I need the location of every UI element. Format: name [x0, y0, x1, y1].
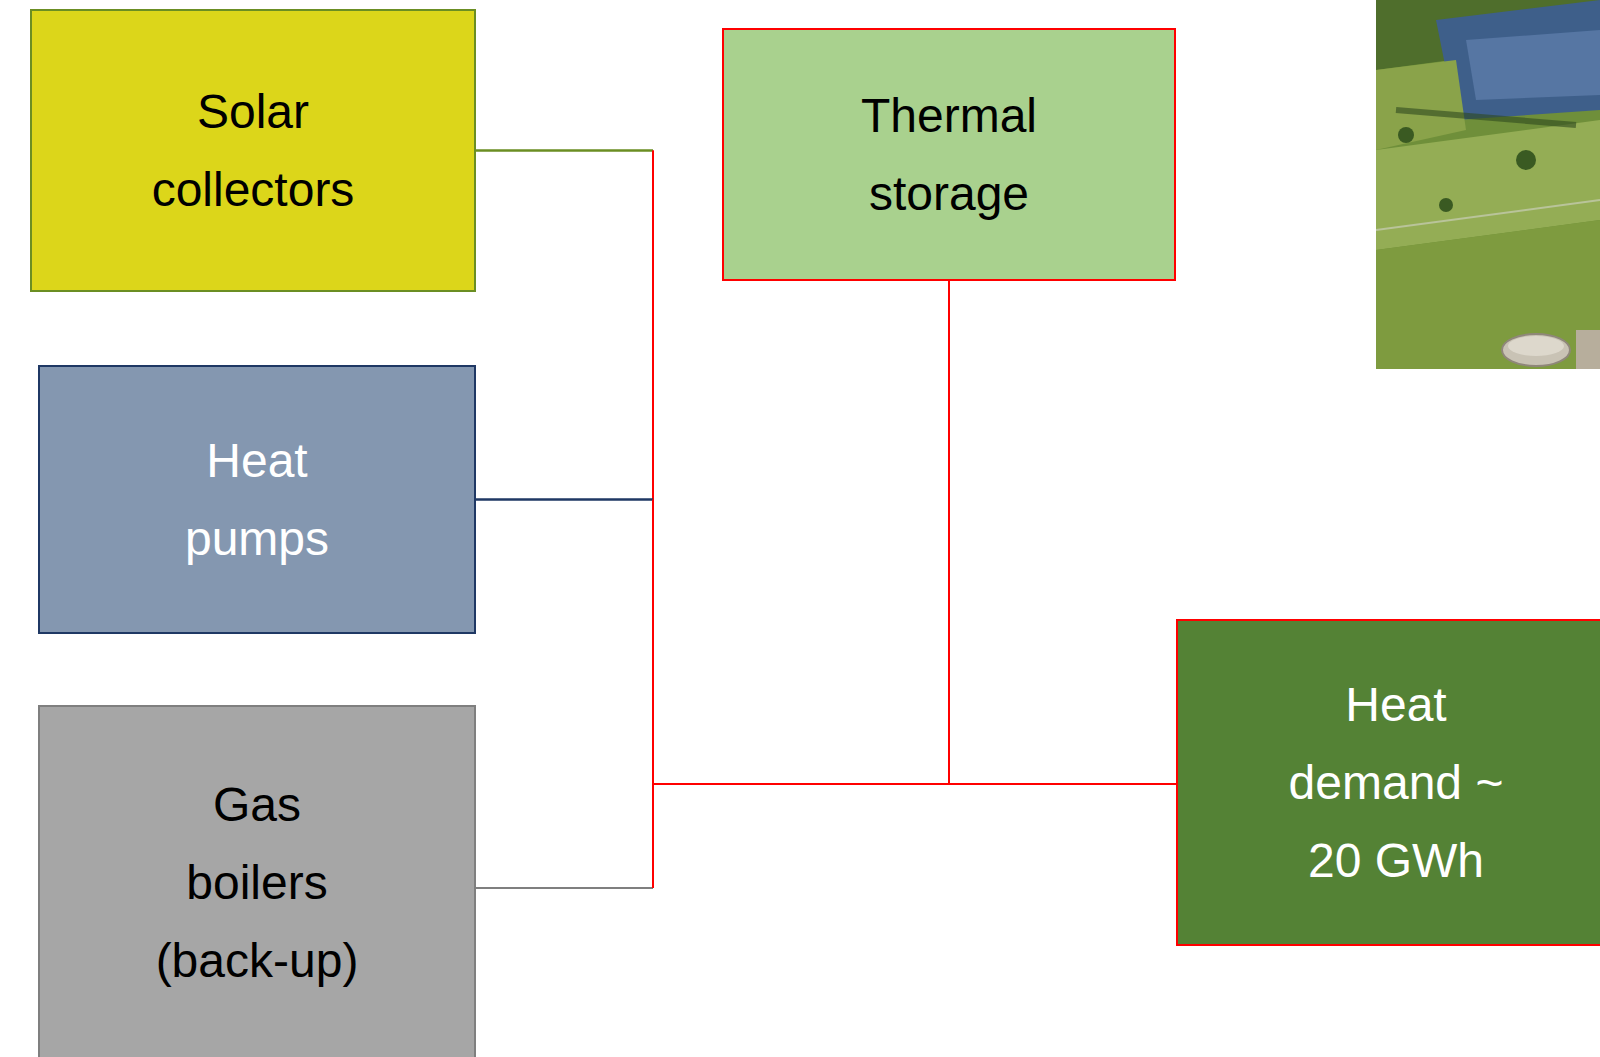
wire-segment: [476, 499, 653, 501]
pipe-connector: [476, 281, 949, 888]
pipe-connector: [476, 784, 1176, 888]
wire-segment: [949, 281, 1176, 784]
wire-segment: [476, 499, 653, 501]
wire-segment: [476, 150, 653, 152]
wire-segment: [476, 887, 653, 889]
wire-segment: [653, 500, 1176, 785]
storage-box: Thermal storage: [722, 28, 1176, 281]
source-box: Heat pumps: [38, 365, 476, 634]
box-label: Solar collectors: [139, 73, 367, 229]
wire-segment: [653, 281, 949, 784]
backup-box: Gas boilers (back-up): [38, 705, 476, 1057]
box-label: Heat demand ~ 20 GWh: [1282, 666, 1510, 900]
source-box: Solar collectors: [30, 9, 476, 292]
wire-segment: [653, 784, 1176, 888]
box-label: Thermal storage: [835, 77, 1063, 233]
aerial-photo: [1376, 0, 1600, 369]
wire-segment: [476, 150, 653, 152]
box-label: Gas boilers (back-up): [143, 766, 371, 1000]
wire-segment: [653, 281, 949, 888]
demand-box: Heat demand ~ 20 GWh: [1176, 619, 1600, 946]
box-label: Heat pumps: [143, 422, 371, 578]
wire-segment: [476, 887, 653, 889]
pipe-connector: [476, 281, 949, 784]
pipe-connector: [949, 281, 1176, 784]
pipe-connector: [476, 500, 1176, 785]
